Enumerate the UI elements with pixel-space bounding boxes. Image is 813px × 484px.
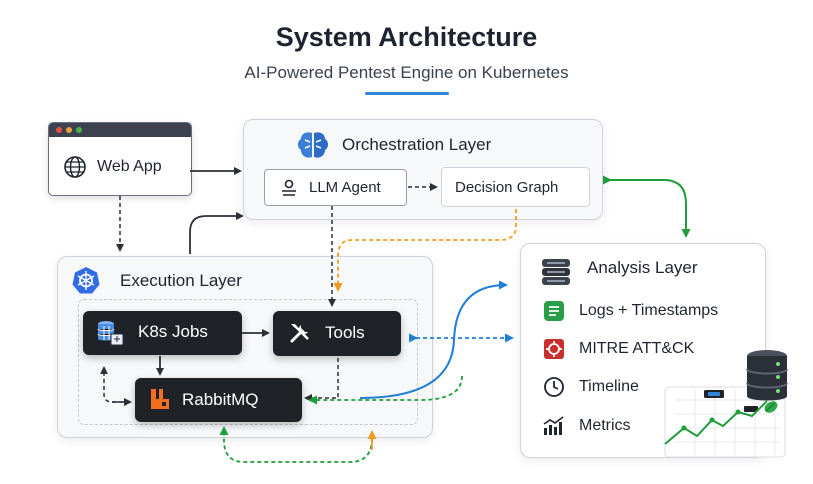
page-subtitle: AI-Powered Pentest Engine on Kubernetes	[244, 63, 569, 82]
analysis-item-metrics[interactable]: Metrics	[539, 413, 754, 439]
decision-graph-label: Decision Graph	[455, 179, 559, 196]
window-maximize-dot	[76, 127, 82, 133]
analysis-item-label: Logs + Timestamps	[579, 302, 719, 319]
mitre-icon	[544, 339, 564, 359]
web-app-label: Web App	[97, 158, 162, 175]
edge-tools-rabbitmq	[304, 358, 339, 402]
analysis-item-label: MITRE ATT&CK	[579, 340, 695, 357]
analysis-layer-title: Analysis Layer	[587, 258, 698, 277]
browser-titlebar	[49, 123, 191, 137]
agent-icon	[282, 179, 296, 196]
edge-rabbitmq-analysis-blue	[359, 280, 508, 399]
bar-chart-icon	[543, 416, 564, 435]
log-icon	[544, 301, 564, 321]
brain-icon	[298, 132, 328, 158]
kubernetes-icon	[72, 267, 100, 294]
llm-agent-node[interactable]: LLM Agent	[264, 169, 407, 206]
web-app-node[interactable]: Web App	[48, 122, 192, 196]
k8s-jobs-node[interactable]: K8s Jobs	[83, 311, 242, 355]
window-minimize-dot	[66, 127, 72, 133]
edge-execution-orchestration	[189, 212, 244, 254]
analysis-item-label: Metrics	[579, 417, 631, 434]
clock-icon	[544, 377, 564, 397]
execution-layer-title: Execution Layer	[120, 271, 242, 290]
edge-analysis-decision-green	[603, 175, 691, 238]
decision-graph-node[interactable]: Decision Graph	[441, 167, 590, 207]
edge-bottom-loop-green	[219, 426, 373, 463]
database-icon	[542, 259, 570, 285]
tools-icon	[290, 324, 309, 343]
analysis-item-timeline[interactable]: Timeline	[539, 374, 754, 400]
tools-node[interactable]: Tools	[273, 311, 401, 356]
tools-label: Tools	[325, 323, 365, 342]
rabbitmq-node[interactable]: RabbitMQ	[135, 378, 302, 422]
edge-decision-tools-orange	[333, 209, 517, 292]
analysis-item-logs[interactable]: Logs + Timestamps	[539, 298, 754, 324]
analysis-item-mitre[interactable]: MITRE ATT&CK	[539, 336, 754, 362]
rabbitmq-icon	[151, 389, 169, 409]
llm-agent-label: LLM Agent	[309, 179, 381, 196]
page-title: System Architecture	[275, 22, 538, 52]
orchestration-layer-title: Orchestration Layer	[342, 135, 492, 154]
window-close-dot	[56, 127, 62, 133]
database-grid-icon	[97, 321, 124, 346]
analysis-item-label: Timeline	[579, 378, 639, 395]
execution-inner-frame	[78, 299, 418, 425]
rabbitmq-label: RabbitMQ	[182, 390, 259, 409]
k8s-jobs-label: K8s Jobs	[138, 322, 208, 341]
globe-icon	[64, 156, 86, 178]
title-underline	[365, 92, 449, 95]
edge-rabbitmq-k8s-loop	[100, 366, 130, 403]
